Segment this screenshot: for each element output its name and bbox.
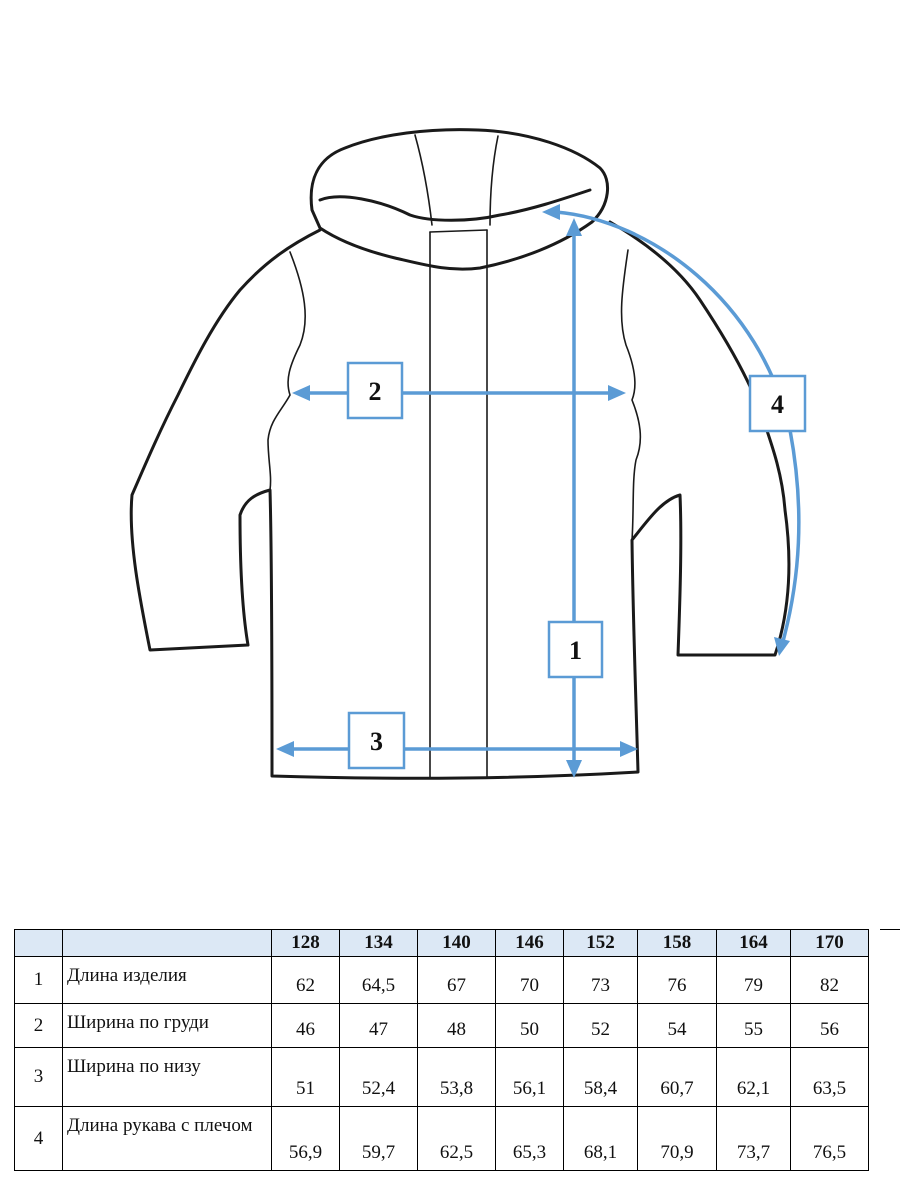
value-cell: 64,5 (339, 956, 418, 1004)
row-number: 4 (14, 1106, 63, 1171)
measurement-name: Ширина по груди (62, 1003, 272, 1048)
value-cell: 63,5 (790, 1047, 869, 1107)
label-box-3: 3 (347, 711, 406, 770)
size-header: 170 (790, 929, 869, 957)
value-cell: 54 (637, 1003, 717, 1048)
size-header: 152 (563, 929, 638, 957)
value-cell: 73,7 (716, 1106, 791, 1171)
label-box-2: 2 (346, 361, 404, 420)
size-table: 128 134 140 146 152 158 164 170 1 Длина … (14, 929, 869, 1171)
value-cell: 67 (417, 956, 496, 1004)
row-number: 1 (14, 956, 63, 1004)
value-cell: 65,3 (495, 1106, 564, 1171)
table-row: 4 Длина рукава с плечом 56,9 59,7 62,5 6… (14, 1106, 869, 1171)
label-box-4: 4 (748, 374, 807, 433)
value-cell: 50 (495, 1003, 564, 1048)
value-cell: 52,4 (339, 1047, 418, 1107)
table-row: 2 Ширина по груди 46 47 48 50 52 54 55 5… (14, 1003, 869, 1048)
size-header: 134 (339, 929, 418, 957)
size-header: 158 (637, 929, 717, 957)
size-header: 146 (495, 929, 564, 957)
size-header: 164 (716, 929, 791, 957)
value-cell: 79 (716, 956, 791, 1004)
value-cell: 56,9 (271, 1106, 340, 1171)
table-row: 1 Длина изделия 62 64,5 67 70 73 76 79 8… (14, 956, 869, 1004)
measure-arrow-2 (292, 385, 626, 401)
measurement-name: Длина изделия (62, 956, 272, 1004)
value-cell: 56,1 (495, 1047, 564, 1107)
value-cell: 62 (271, 956, 340, 1004)
value-cell: 62,1 (716, 1047, 791, 1107)
measurement-name: Ширина по низу (62, 1047, 272, 1107)
value-cell: 47 (339, 1003, 418, 1048)
value-cell: 51 (271, 1047, 340, 1107)
row-number: 2 (14, 1003, 63, 1048)
size-header: 140 (417, 929, 496, 957)
value-cell: 56 (790, 1003, 869, 1048)
table-row: 3 Ширина по низу 51 52,4 53,8 56,1 58,4 … (14, 1047, 869, 1107)
value-cell: 53,8 (417, 1047, 496, 1107)
header-name-cell (62, 929, 272, 957)
row-number: 3 (14, 1047, 63, 1107)
value-cell: 59,7 (339, 1106, 418, 1171)
label-3: 3 (370, 727, 383, 756)
value-cell: 58,4 (563, 1047, 638, 1107)
measurement-name: Длина рукава с плечом (62, 1106, 272, 1171)
label-box-1: 1 (547, 620, 604, 679)
label-2: 2 (369, 377, 382, 406)
value-cell: 55 (716, 1003, 791, 1048)
jacket-outline (129, 128, 791, 780)
jacket-measurement-diagram: 1 2 3 4 (129, 128, 807, 780)
size-header: 128 (271, 929, 340, 957)
value-cell: 46 (271, 1003, 340, 1048)
value-cell: 76,5 (790, 1106, 869, 1171)
label-1: 1 (569, 636, 582, 665)
header-num-cell (14, 929, 63, 957)
value-cell: 76 (637, 956, 717, 1004)
label-4: 4 (771, 390, 784, 419)
value-cell: 52 (563, 1003, 638, 1048)
table-top-rule-extension (880, 929, 900, 930)
value-cell: 48 (417, 1003, 496, 1048)
value-cell: 70,9 (637, 1106, 717, 1171)
value-cell: 70 (495, 956, 564, 1004)
value-cell: 62,5 (417, 1106, 496, 1171)
value-cell: 68,1 (563, 1106, 638, 1171)
value-cell: 60,7 (637, 1047, 717, 1107)
value-cell: 73 (563, 956, 638, 1004)
measure-arrow-1 (566, 218, 582, 778)
size-header-row: 128 134 140 146 152 158 164 170 (14, 929, 869, 957)
measure-arrow-3 (276, 741, 638, 757)
value-cell: 82 (790, 956, 869, 1004)
